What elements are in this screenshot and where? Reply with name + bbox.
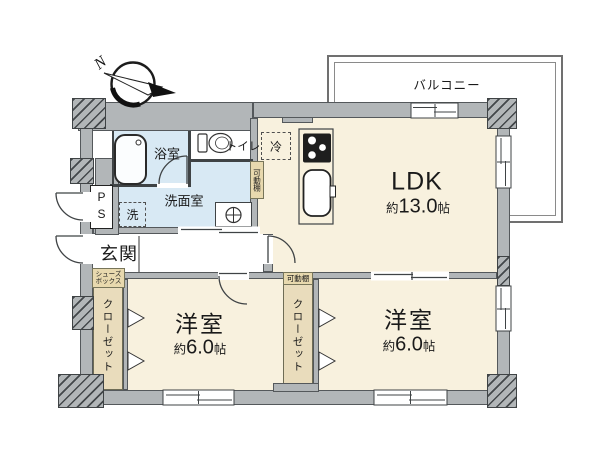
room-washroom-floor-strip xyxy=(188,162,250,187)
area-unit: 帖 xyxy=(422,339,436,354)
entrance-hall-floor xyxy=(93,234,263,272)
movable-shelf-vertical-label: 可動棚 xyxy=(252,168,262,192)
pillar-right-middle xyxy=(497,256,510,286)
area-value: 13.0 xyxy=(398,195,438,218)
room-bedroom-left-area: 約6.0帖 xyxy=(174,337,227,360)
wall-top-east xyxy=(253,102,517,118)
north-label: N xyxy=(90,52,111,73)
closet-middle xyxy=(283,279,313,390)
area-prefix: 約 xyxy=(386,201,399,216)
area-value: 6.0 xyxy=(395,333,423,356)
area-prefix: 約 xyxy=(173,342,187,357)
pipe-space-box: PS xyxy=(90,185,113,229)
room-bedroom-right-area: 約6.0帖 xyxy=(383,334,436,357)
refrigerator-label: 冷 xyxy=(269,139,282,154)
movable-shelf-vertical: 可動棚 xyxy=(250,161,264,199)
wall-hall-ldk xyxy=(263,234,273,272)
wall-bottom xyxy=(80,390,517,405)
wall-closet-middle-side xyxy=(313,279,319,390)
wall-bathroom-bottom xyxy=(110,184,191,187)
washing-machine-label: 洗 xyxy=(126,208,139,222)
refrigerator-box: 冷 xyxy=(261,132,291,160)
area-unit: 帖 xyxy=(437,201,450,216)
pillar-bottom-left xyxy=(58,374,104,408)
vanity-counter xyxy=(215,202,252,227)
wall-right xyxy=(497,118,510,392)
entrance-step-line xyxy=(138,236,140,272)
wall-toilet-bottom xyxy=(188,159,253,162)
wall-top-west xyxy=(78,102,253,131)
shoe-box: シューズ ボックス xyxy=(92,268,125,288)
room-bedroom-right-label: 洋室 xyxy=(384,307,434,333)
washing-machine-box: 洗 xyxy=(119,202,146,227)
pipe-space-label: PS xyxy=(94,190,109,224)
area-value: 6.0 xyxy=(186,336,214,359)
entrance-door-arc xyxy=(55,235,84,264)
wall-top-bump xyxy=(282,117,313,123)
room-entrance-label: 玄関 xyxy=(100,244,138,264)
room-ldk-area: 約13.0帖 xyxy=(386,196,450,219)
shoe-box-label-line1: シューズ xyxy=(95,271,122,278)
entrance-upper-door-arc xyxy=(55,192,84,221)
room-toilet-label: トイレ xyxy=(225,141,261,153)
room-bedroom-left-label: 洋室 xyxy=(175,311,225,337)
closet-left xyxy=(93,279,123,390)
movable-shelf-horizontal: 可動棚 xyxy=(283,272,313,285)
wall-closet-bottom-block xyxy=(273,383,319,392)
pillar-top-left xyxy=(72,98,106,129)
pillar-left-lower xyxy=(72,296,94,330)
room-ldk-floor xyxy=(258,118,497,272)
pillar-bottom-right xyxy=(487,374,517,408)
closet-middle-label: クローゼット xyxy=(291,298,304,374)
area-prefix: 約 xyxy=(382,339,396,354)
area-unit: 帖 xyxy=(213,342,227,357)
wall-bathroom-left xyxy=(112,131,114,184)
pillar-top-right xyxy=(487,98,517,129)
room-bedroom-right-floor xyxy=(319,279,497,390)
shoe-box-label-line2: ボックス xyxy=(95,278,122,285)
movable-shelf-horizontal-label: 可動棚 xyxy=(286,274,310,283)
wall-left xyxy=(80,102,93,405)
balcony-label: バルコニー xyxy=(413,78,481,93)
room-bathroom-label: 浴室 xyxy=(153,146,181,162)
wall-closet-left-side xyxy=(123,279,128,390)
room-washroom-label: 洗面室 xyxy=(164,193,204,209)
room-ldk-label: LDK xyxy=(391,167,443,196)
closet-left-label: クローゼット xyxy=(101,298,114,374)
pillar-left-upper xyxy=(70,158,94,184)
room-bedroom-left-floor xyxy=(128,279,283,390)
